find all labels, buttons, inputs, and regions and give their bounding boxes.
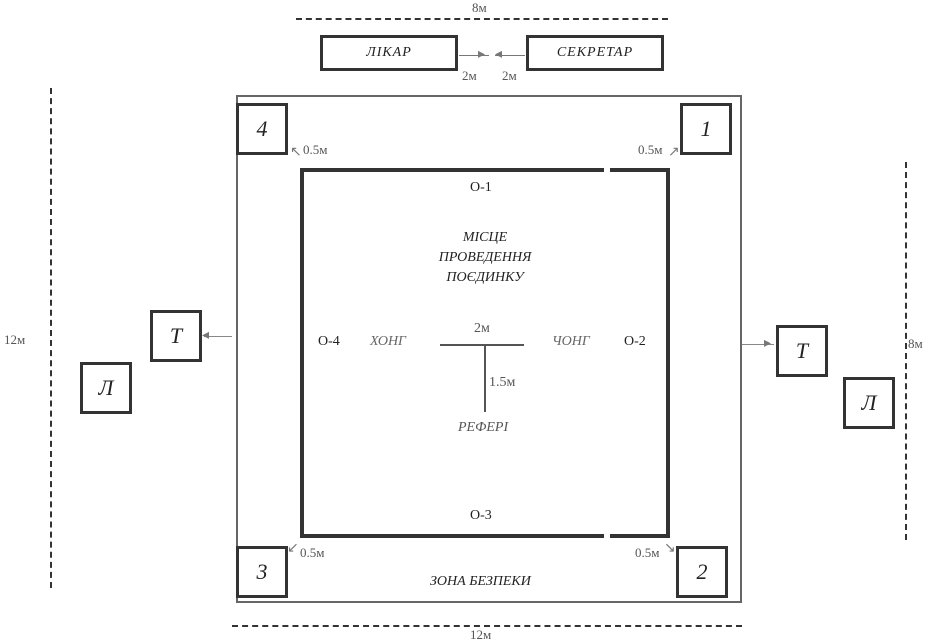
right-coach-box: Т [776,325,828,377]
judge-1-offset-arrow: ↗ [668,145,680,160]
top-dimension-label: 8м [472,0,487,15]
judge-3-offset-label: 0.5м [300,545,325,560]
right-coach-line [742,344,774,345]
arena-title-line-2: ПРОВЕДЕННЯ [438,250,532,265]
chong-label: ЧОНГ [552,334,590,349]
doctor-gap-label: 2м [462,68,477,83]
arena-title-line-3: ПОЄДИНКУ [446,270,524,285]
arena-title: МІСЦЕ ПРОВЕДЕННЯ ПОЄДИНКУ [385,228,585,288]
hong-label: ХОНГ [370,334,407,349]
doctor-gap-line [459,55,489,56]
left-dimension-line [50,88,52,588]
judge-4-offset-label: 0.5м [303,142,328,157]
left-coach-arrow: ◂ [202,328,210,343]
left-dimension-label: 12м [4,332,26,347]
mark-o1: О-1 [470,180,492,195]
judge-2-offset-label: 0.5м [635,545,660,560]
right-doctor-box: Л [843,377,895,429]
mark-o3: О-3 [470,508,492,523]
safety-zone-label: ЗОНА БЕЗПЕКИ [430,574,531,589]
secretary-gap-arrow: ◂ [495,47,503,62]
secretary-gap-label: 2м [502,68,517,83]
secretary-gap-line [495,55,525,56]
bottom-dimension-label: 12м [470,627,492,642]
bottom-dimension-line [232,625,742,627]
referee-label: РЕФЕРІ [458,420,509,435]
judge-3-box: 3 [236,546,288,598]
mark-o4: О-4 [318,334,340,349]
right-coach-arrow: ▸ [764,336,772,351]
center-depth-label: 1.5м [489,375,516,390]
arena-title-line-1: МІСЦЕ [462,230,508,245]
right-dimension-line [905,162,907,540]
judge-2-box: 2 [676,546,728,598]
left-coach-line [204,336,232,337]
left-doctor-box: Л [80,362,132,414]
safety-zone-border [236,95,742,603]
judge-1-offset-label: 0.5м [638,142,663,157]
left-coach-box: Т [150,310,202,362]
secretary-box: СЕКРЕТАР [526,35,664,71]
arena-top-gap [604,166,610,174]
doctor-gap-arrow: ▸ [478,47,486,62]
judge-3-offset-arrow: ↙ [287,541,299,556]
center-line [440,344,524,346]
judge-1-box: 1 [680,103,732,155]
referee-line [484,344,486,412]
doctor-box: ЛІКАР [320,35,458,71]
judge-4-box: 4 [236,103,288,155]
judge-2-offset-arrow: ↘ [664,541,676,556]
arena-border [300,168,670,538]
mark-o2: О-2 [624,334,646,349]
judge-4-offset-arrow: ↖ [290,145,302,160]
right-dimension-label: 8м [908,336,923,351]
center-width-label: 2м [474,321,490,336]
arena-bottom-gap [604,532,610,540]
top-dimension-line [296,18,668,20]
